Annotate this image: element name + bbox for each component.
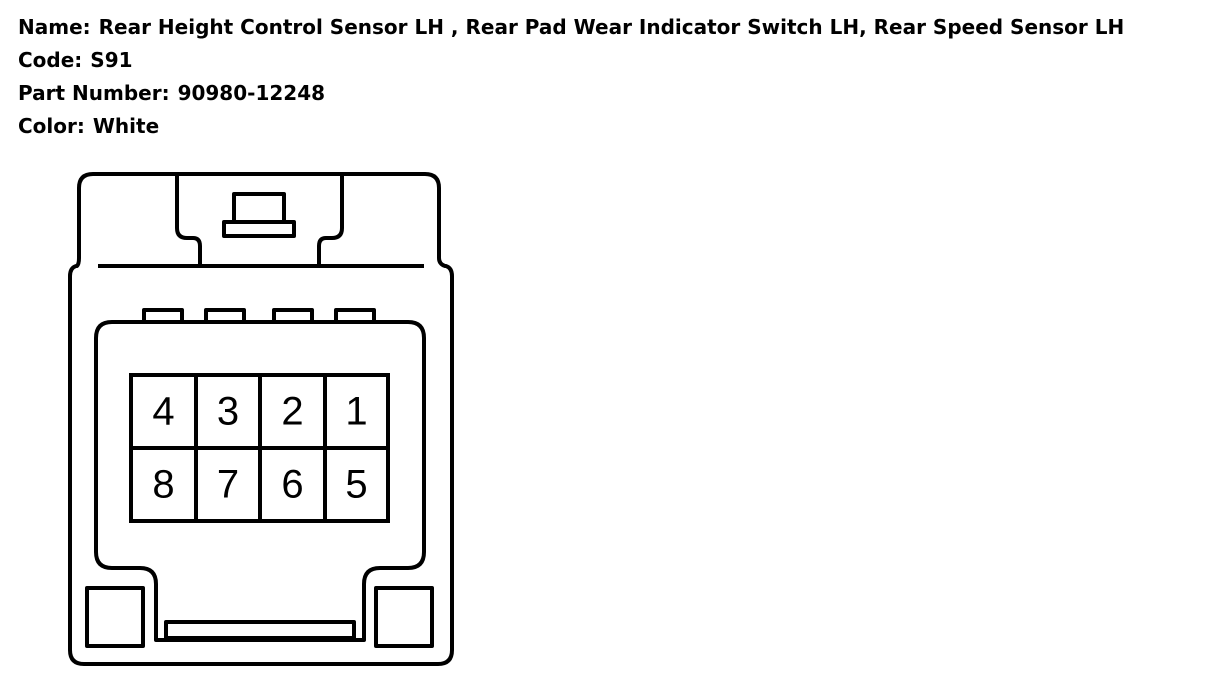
locking-tab bbox=[175, 176, 202, 266]
pin-cavity bbox=[94, 320, 426, 642]
pin-number-2: 2 bbox=[281, 390, 303, 434]
upper-tab-1 bbox=[142, 308, 184, 322]
bottom-slot bbox=[164, 620, 356, 640]
pin-cell-1 bbox=[323, 373, 390, 450]
upper-tab-3 bbox=[272, 308, 314, 322]
connector-code-row: Code: S91 bbox=[18, 47, 133, 73]
pin-number-5: 5 bbox=[345, 463, 367, 507]
name-value: Rear Height Control Sensor LH , Rear Pad… bbox=[98, 15, 1125, 39]
left-guide-block bbox=[85, 586, 145, 648]
pin-number-6: 6 bbox=[281, 463, 303, 507]
name-label: Name: bbox=[18, 15, 91, 39]
connector-name-row: Name: Rear Height Control Sensor LH , Rea… bbox=[18, 14, 1124, 40]
color-value: White bbox=[92, 114, 160, 138]
pin-number-7: 7 bbox=[217, 463, 239, 507]
upper-tab-4 bbox=[334, 308, 376, 322]
pin-number-1: 1 bbox=[345, 390, 367, 434]
pin-cell-5 bbox=[323, 446, 390, 523]
part-number-label: Part Number: bbox=[18, 81, 170, 105]
color-label: Color: bbox=[18, 114, 85, 138]
code-value: S91 bbox=[90, 48, 133, 72]
pin-number-8: 8 bbox=[152, 463, 174, 507]
part-number-value: 90980-12248 bbox=[177, 81, 326, 105]
pin-number-4: 4 bbox=[152, 390, 174, 434]
lock-latch bbox=[232, 192, 286, 224]
connector-housing bbox=[68, 172, 454, 666]
right-guide-block bbox=[374, 586, 434, 648]
code-label: Code: bbox=[18, 48, 83, 72]
pin-number-3: 3 bbox=[217, 390, 239, 434]
pin-cell-4 bbox=[129, 373, 198, 450]
part-number-row: Part Number: 90980-12248 bbox=[18, 80, 325, 106]
color-row: Color: White bbox=[18, 113, 159, 139]
upper-tab-2 bbox=[204, 308, 246, 322]
lock-latch-base bbox=[222, 220, 296, 238]
